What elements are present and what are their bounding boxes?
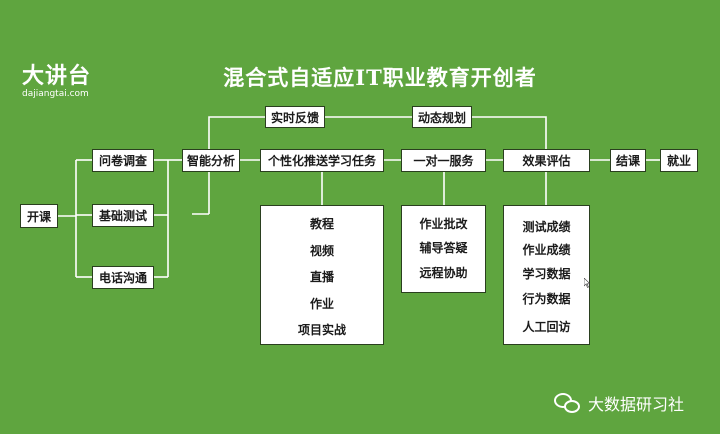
node-phone: 电话沟通 [92, 266, 154, 289]
node-evaluation: 效果评估 [503, 149, 590, 172]
node-basic-test: 基础测试 [92, 204, 154, 227]
list-item: 学习数据 [522, 267, 571, 281]
node-analysis: 智能分析 [182, 149, 240, 172]
list-item: 作业成绩 [522, 243, 571, 257]
node-start: 开课 [20, 204, 58, 228]
list-item: 测试成绩 [522, 220, 571, 234]
mouse-cursor-icon [584, 278, 590, 288]
list-item: 行为数据 [522, 292, 571, 306]
list-item: 直播 [309, 270, 334, 284]
node-questionnaire: 问卷调查 [92, 149, 154, 172]
logo-url: dajiangtai.com [22, 89, 89, 99]
watermark: 大数据研习社 [554, 391, 684, 415]
list-evaluation: 测试成绩 作业成绩 学习数据 行为数据 人工回访 [503, 205, 590, 345]
logo-mark: 大讲台 [22, 64, 92, 89]
list-item: 辅导答疑 [419, 241, 468, 255]
list-item: 视频 [309, 244, 334, 258]
wechat-icon [554, 392, 582, 414]
node-planning: 动态规划 [412, 106, 472, 128]
node-feedback: 实时反馈 [265, 106, 325, 128]
list-learning: 教程 视频 直播 作业 项目实战 [260, 205, 384, 345]
node-graduate: 结课 [610, 149, 646, 172]
list-item: 教程 [309, 217, 334, 231]
list-item: 项目实战 [297, 323, 346, 337]
connector-loop [208, 116, 547, 214]
node-personalized: 个性化推送学习任务 [260, 149, 384, 172]
list-service: 作业批改 辅导答疑 远程协助 [401, 205, 486, 293]
list-item: 作业 [309, 297, 334, 311]
node-employment: 就业 [660, 149, 698, 172]
brand-logo: 大讲台 dajiangtai.com [22, 64, 92, 100]
list-item: 作业批改 [419, 217, 468, 231]
node-one-on-one: 一对一服务 [401, 149, 486, 172]
list-item: 远程协助 [419, 266, 468, 280]
page-title: 混合式自适应IT职业教育开创者 [223, 65, 537, 90]
list-item: 人工回访 [522, 320, 571, 334]
watermark-text: 大数据研习社 [588, 395, 685, 414]
